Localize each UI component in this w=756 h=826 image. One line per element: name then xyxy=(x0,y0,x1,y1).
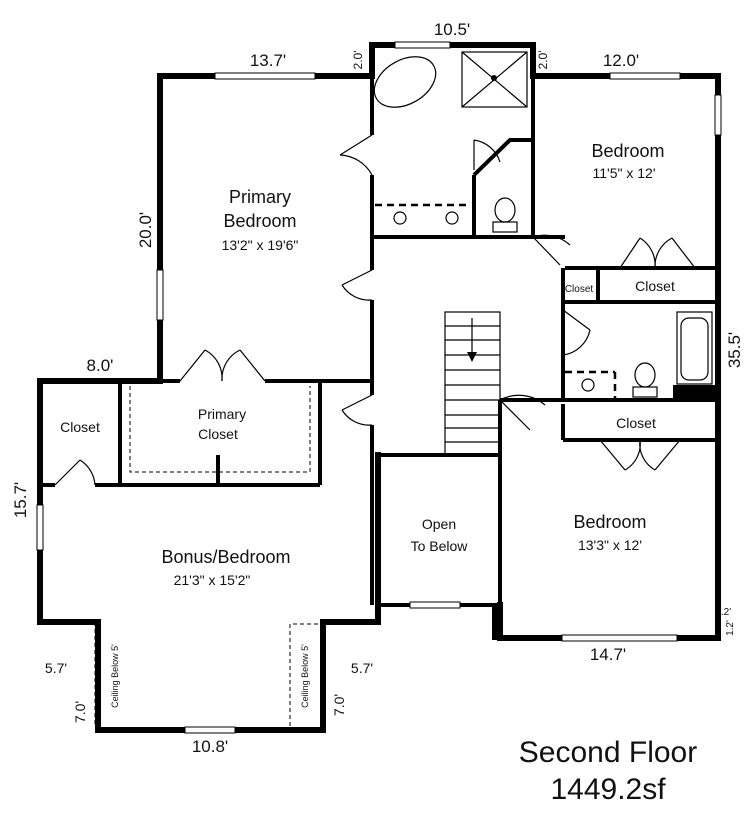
primary-closet-name2: Closet xyxy=(198,426,238,442)
dim-bonus-height: 15.7' xyxy=(11,482,30,518)
dim-bump-left-w: 5.7' xyxy=(45,660,67,676)
dim-primary-height: 20.0' xyxy=(136,212,155,248)
dim-bedroom-bottom: 14.7' xyxy=(590,645,626,664)
dim-top-bedroom: 12.0' xyxy=(603,51,639,70)
title-line2: 1449.2sf xyxy=(550,773,666,806)
closet-ne-name: Closet xyxy=(635,278,675,294)
dim-right-small-a: .2' xyxy=(721,607,731,618)
dim-top-primary: 13.7' xyxy=(250,51,286,70)
dimensions: 10.5' 13.7' 12.0' 2.0' 2.0' 20.0' 35.5' … xyxy=(11,20,744,756)
bonus-size: 21'3" x 15'2" xyxy=(174,572,251,588)
dim-bump-left-h: 7.0' xyxy=(72,701,88,723)
dim-bump-right-w: 5.7' xyxy=(351,660,373,676)
dim-top-bath: 10.5' xyxy=(434,20,470,39)
closet-se-name: Closet xyxy=(616,415,656,431)
dim-right-total: 35.5' xyxy=(725,332,744,368)
primary-bedroom-size: 13'2" x 19'6" xyxy=(222,237,299,253)
bedroom-se-name: Bedroom xyxy=(573,512,646,532)
open-below-name2: To Below xyxy=(411,538,469,554)
dim-bonus-top: 8.0' xyxy=(87,356,114,375)
closet-small-name: Closet xyxy=(565,284,594,295)
windows xyxy=(36,41,722,734)
open-below-name1: Open xyxy=(422,516,456,532)
primary-bedroom-name1: Primary xyxy=(229,187,291,207)
ceiling-right-label: Ceiling Below 5' xyxy=(300,644,310,708)
dim-offset-left: 2.0' xyxy=(351,51,365,70)
fixtures xyxy=(44,51,713,726)
doors xyxy=(54,134,696,486)
dim-bonus-bottom: 10.8' xyxy=(192,737,228,756)
dim-right-small-b: 1.2' xyxy=(725,620,736,636)
title-line1: Second Floor xyxy=(519,736,697,769)
plan-title: Second Floor 1449.2sf xyxy=(519,736,697,806)
closet-w-name: Closet xyxy=(60,419,100,435)
bedroom-se-size: 13'3" x 12' xyxy=(578,537,642,553)
primary-bedroom-name2: Bedroom xyxy=(223,211,296,231)
bedroom-ne-size: 11'5" x 12' xyxy=(593,165,656,181)
primary-closet-name1: Primary xyxy=(198,406,246,422)
dim-bump-right-h: 7.0' xyxy=(331,694,347,716)
ceiling-left-label: Ceiling Below 5' xyxy=(110,644,120,708)
bonus-name: Bonus/Bedroom xyxy=(161,547,290,567)
dim-offset-right: 2.0' xyxy=(536,51,550,70)
bedroom-ne-name: Bedroom xyxy=(591,141,664,161)
room-labels: Primary Bedroom 13'2" x 19'6" Bedroom 11… xyxy=(60,141,675,708)
